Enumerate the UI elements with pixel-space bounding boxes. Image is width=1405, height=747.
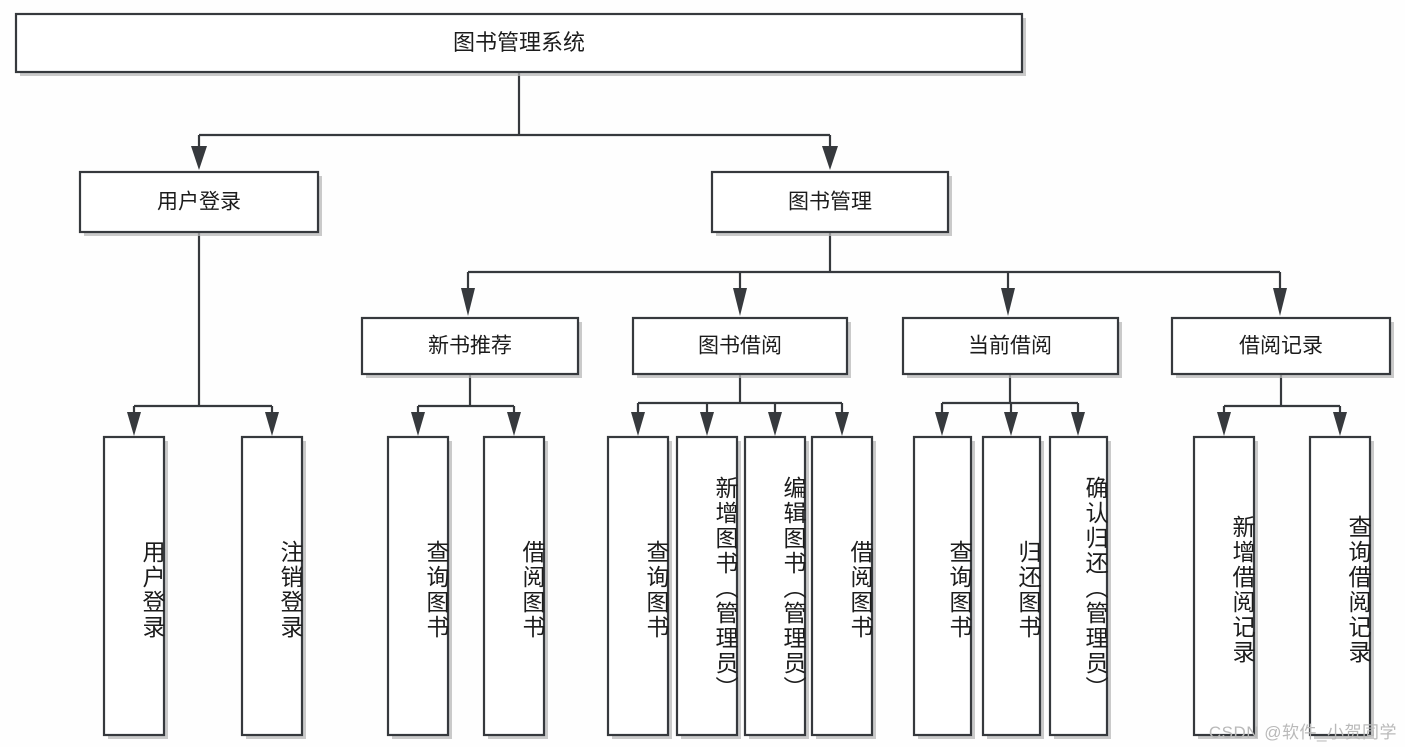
leaf-borrow-book-box: [810, 435, 874, 737]
borrow-record-box: [1170, 316, 1392, 376]
arrow-to-leaf-borrow-book: [835, 412, 849, 436]
leaf-query-record-box: [1308, 435, 1372, 737]
leaf-query-book-rec-box: [386, 435, 450, 737]
book-manage-box: [710, 170, 950, 234]
arrow-to-leaf-confirm-return: [1071, 412, 1085, 436]
arrow-to-leaf-query-book-cur: [935, 412, 949, 436]
current-borrow-box: [901, 316, 1120, 376]
arrow-to-leaf-edit-book: [768, 412, 782, 436]
node-leaf-logout[interactable]: [240, 435, 306, 739]
root-label: 图书管理系统: [453, 30, 585, 55]
node-leaf-add-record[interactable]: [1192, 435, 1258, 739]
node-root[interactable]: 图书管理系统: [14, 12, 1026, 76]
node-leaf-query-book-borrow[interactable]: [606, 435, 672, 739]
current-borrow-label: 当前借阅: [968, 335, 1052, 358]
arrow-to-new-book-recommend: [461, 288, 475, 316]
arrow-to-leaf-borrow-book-rec: [507, 412, 521, 436]
book-borrow-box: [631, 316, 849, 376]
user-login-label: 用户登录: [157, 191, 241, 214]
node-leaf-user-login[interactable]: [102, 435, 168, 739]
leaf-query-book-cur-box: [912, 435, 973, 737]
book-manage-label: 图书管理: [788, 191, 872, 214]
node-borrow-record[interactable]: 借阅记录: [1170, 316, 1394, 378]
node-leaf-edit-book[interactable]: [743, 435, 809, 739]
arrow-to-leaf-query-book-rec: [411, 412, 425, 436]
root-box: [14, 12, 1024, 74]
arrow-to-user-login: [191, 146, 207, 170]
leaf-add-book-box: [675, 435, 739, 737]
arrow-to-book-manage: [822, 146, 838, 170]
arrow-to-book-borrow: [733, 288, 747, 316]
node-book-borrow[interactable]: 图书借阅: [631, 316, 851, 378]
arrow-to-borrow-record: [1273, 288, 1287, 316]
arrow-to-leaf-logout: [265, 412, 279, 436]
watermark-text: CSDN @软件_小贺同学: [1208, 723, 1397, 742]
leaf-logout-box: [240, 435, 304, 737]
leaf-query-book-borrow-box: [606, 435, 670, 737]
arrow-to-leaf-add-record: [1217, 412, 1231, 436]
node-new-book-recommend[interactable]: 新书推荐: [360, 316, 582, 378]
new-book-recommend-box: [360, 316, 580, 376]
arrow-to-current-borrow: [1001, 288, 1015, 316]
arrow-to-leaf-query-book-borrow: [631, 412, 645, 436]
node-layer: 图书管理系统 用户登录 图书管理 新书推荐: [14, 12, 1394, 739]
node-user-login[interactable]: 用户登录: [78, 170, 322, 236]
node-leaf-query-book-cur[interactable]: [912, 435, 975, 739]
leaf-edit-book-box: [743, 435, 807, 737]
leaf-user-login-box: [102, 435, 166, 737]
borrow-record-label: 借阅记录: [1239, 335, 1323, 358]
connector-layer: [127, 72, 1347, 436]
arrow-to-leaf-query-record: [1333, 412, 1347, 436]
node-book-manage[interactable]: 图书管理: [710, 170, 952, 236]
leaf-confirm-return-box: [1048, 435, 1109, 737]
leaf-add-record-box: [1192, 435, 1256, 737]
book-borrow-label: 图书借阅: [698, 335, 782, 358]
node-current-borrow[interactable]: 当前借阅: [901, 316, 1122, 378]
node-leaf-confirm-return[interactable]: [1048, 435, 1111, 739]
leaf-borrow-book-rec-box: [482, 435, 546, 737]
arrow-to-leaf-add-book: [700, 412, 714, 436]
node-leaf-borrow-book-rec[interactable]: [482, 435, 548, 739]
node-leaf-borrow-book[interactable]: [810, 435, 876, 739]
new-book-recommend-label: 新书推荐: [428, 335, 512, 358]
user-login-box: [78, 170, 320, 234]
node-leaf-add-book[interactable]: [675, 435, 741, 739]
node-leaf-return-book[interactable]: [981, 435, 1044, 739]
leaf-return-book-box: [981, 435, 1042, 737]
node-leaf-query-record[interactable]: [1308, 435, 1374, 739]
node-leaf-query-book-rec[interactable]: [386, 435, 452, 739]
arrow-to-leaf-user-login: [127, 412, 141, 436]
arrow-to-leaf-return-book: [1004, 412, 1018, 436]
